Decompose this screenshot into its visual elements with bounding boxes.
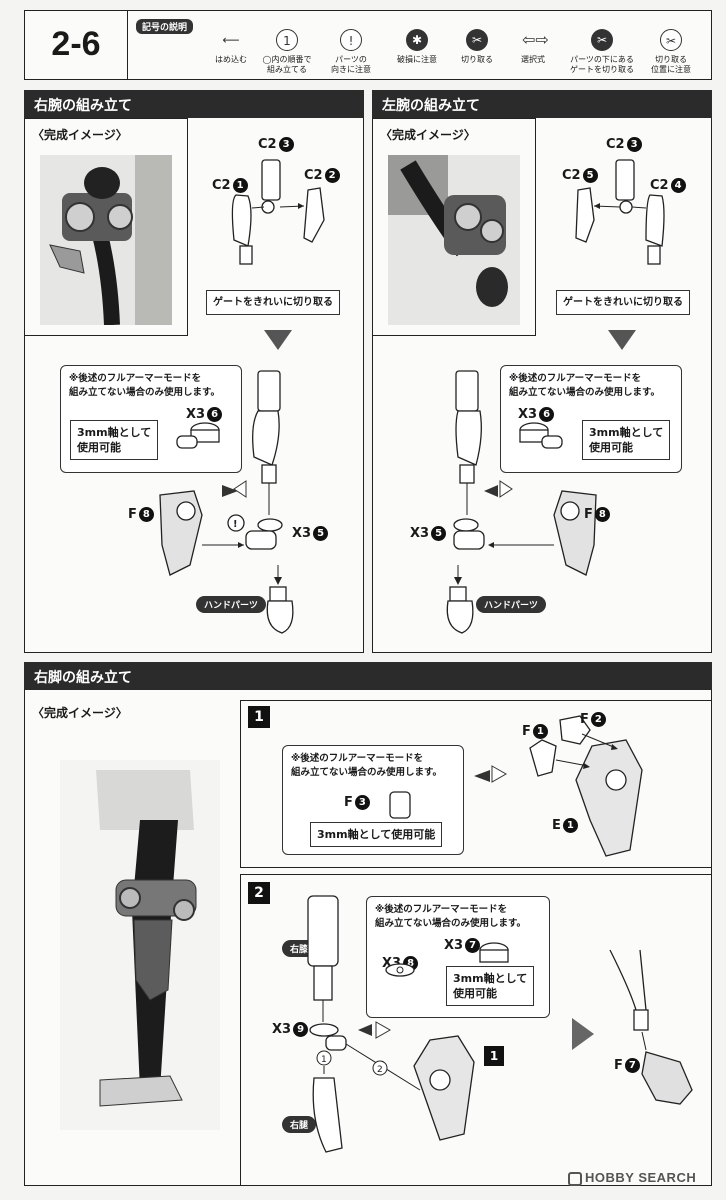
left-arm-note-text: ※後述のフルアーマーモードを 組み立てない場合のみ使用します。	[509, 373, 661, 398]
left-arm-gate-note: ゲートをきれいに切り取る	[556, 290, 690, 315]
circled-one-icon: 1	[276, 29, 298, 51]
left-arm-title: 左腕の組み立て	[372, 90, 712, 118]
legend-item-gate: ✂ パーツの下にある ゲートを切り取る	[564, 29, 640, 75]
right-arm-gate-note: ゲートをきれいに切り取る	[206, 290, 340, 315]
right-arm-figure	[49, 155, 172, 325]
legend-item-cut-position: ✂ 切り取る 位置に注意	[640, 29, 702, 75]
left-arm-hand-pill: ハンドパーツ	[476, 596, 546, 613]
legend-item-press: ⟵ はめ込む	[200, 29, 262, 65]
right-leg-title: 右脚の組み立て	[24, 662, 712, 690]
right-leg-preview-label: 〈完成イメージ〉	[32, 706, 128, 720]
left-arm-preview-photo	[388, 155, 520, 325]
right-leg-figure	[96, 770, 197, 1107]
right-arm-assembly-diagram: !	[159, 370, 294, 634]
left-arm-x3-6-part	[519, 422, 563, 449]
step2-ref-step1: 1	[484, 1046, 504, 1066]
right-leg-preview-photo	[60, 760, 220, 1130]
svg-text:1: 1	[321, 1055, 327, 1065]
right-arm-note-text: ※後述のフルアーマーモードを 組み立てない場合のみ使用します。	[69, 373, 221, 398]
hobby-search-logo-icon	[568, 1171, 582, 1186]
step2-right-arrow	[572, 1018, 594, 1050]
step2-note-text: ※後述のフルアーマーモードを 組み立てない場合のみ使用します。	[375, 904, 527, 929]
legend-item-select: ⇦⇨ 選択式	[521, 30, 549, 64]
step2-shaft-note: 3mm軸として 使用可能	[446, 966, 535, 1006]
cut-position-icon: ✂	[660, 29, 682, 51]
right-arm-parts-diagram	[231, 159, 325, 265]
left-arm-preview-label: 〈完成イメージ〉	[380, 128, 476, 142]
legend-item-damage: ✱ 破損に注意	[386, 29, 448, 65]
right-arm-hand-pill: ハンドパーツ	[196, 596, 266, 613]
watermark: HOBBY SEARCH	[568, 1170, 696, 1186]
step-number-box: 2-6	[24, 10, 128, 80]
right-arm-shaft-note: 3mm軸として 使用可能	[70, 420, 159, 460]
step2-result-diagram	[609, 949, 693, 1105]
select-arrows-icon: ⇦⇨	[522, 30, 549, 49]
legend-box: 記号の説明 ⟵ はめ込む 1 ◯内の順番で 組み立てる ! パーツの 向きに注意…	[127, 10, 712, 80]
right-arm-title: 右腕の組み立て	[24, 90, 364, 118]
right-arm-down-arrow	[264, 330, 292, 350]
legend-item-order: 1 ◯内の順番で 組み立てる	[256, 29, 318, 75]
step1-diagram	[389, 715, 643, 857]
left-arm-down-arrow	[608, 330, 636, 350]
svg-text:!: !	[233, 519, 238, 530]
legend-item-direction: ! パーツの 向きに注意	[320, 29, 382, 75]
step1-number: 1	[248, 706, 270, 728]
legend-title: 記号の説明	[136, 19, 194, 34]
cut-icon: ✂	[466, 29, 488, 51]
break-icon: ✱	[406, 29, 428, 51]
step2-number: 2	[248, 882, 270, 904]
step2-thigh-pill: 右腿	[282, 1116, 317, 1133]
arrow-left-icon: ⟵	[222, 33, 240, 47]
step1-note-text: ※後述のフルアーマーモードを 組み立てない場合のみ使用します。	[291, 753, 443, 778]
left-arm-shaft-note: 3mm軸として 使用可能	[582, 420, 671, 460]
exclamation-icon: !	[340, 29, 362, 51]
legend-item-cut: ✂ 切り取る	[446, 29, 508, 65]
step1-shaft-note: 3mm軸として使用可能	[310, 822, 443, 847]
gate-cut-icon: ✂	[591, 29, 613, 51]
right-arm-preview-photo	[40, 155, 172, 325]
left-arm-assembly-diagram	[446, 370, 597, 634]
left-arm-figure	[388, 155, 508, 307]
left-arm-parts-diagram	[575, 159, 665, 265]
step2-diagram: 1 2	[307, 895, 509, 1153]
svg-text:2: 2	[377, 1065, 383, 1075]
step-number: 2-6	[51, 25, 101, 63]
right-arm-x3-6-part	[176, 422, 220, 449]
right-arm-preview-label: 〈完成イメージ〉	[32, 128, 128, 142]
